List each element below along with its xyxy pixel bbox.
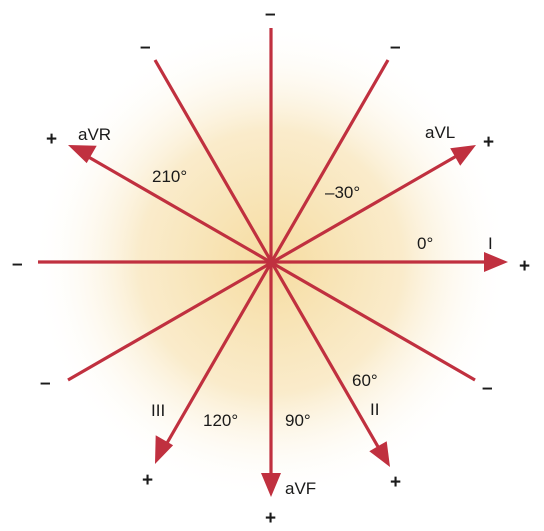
lead-III-arrowhead	[155, 435, 174, 464]
lead-I-label: I	[488, 234, 493, 253]
angle-minus30-label: –30°	[325, 183, 360, 202]
angle-120-label: 120°	[203, 411, 238, 430]
lead-aVF-positive-sign: +	[265, 508, 276, 529]
lead-III-negative-sign: –	[390, 37, 401, 58]
lead-II-axis	[153, 59, 383, 453]
lead-aVL-axis	[67, 152, 461, 382]
lead-aVF-negative-sign: –	[265, 4, 276, 25]
lead-aVR-label: aVR	[78, 125, 111, 144]
lead-aVL-negative-sign: –	[40, 373, 51, 394]
lead-aVR-axis	[84, 153, 476, 382]
lead-I-arrowhead	[484, 252, 508, 272]
lead-aVR-positive-sign: +	[46, 129, 57, 150]
lead-I-negative-sign: –	[12, 254, 23, 275]
lead-I-positive-sign: +	[519, 256, 530, 277]
angle-90-label: 90°	[285, 411, 311, 430]
lead-II-positive-sign: +	[390, 472, 401, 493]
lead-II-negative-sign: –	[140, 37, 151, 58]
lead-aVL-arrowhead	[450, 145, 476, 166]
center-point	[266, 257, 276, 267]
lead-aVL-positive-sign: +	[483, 132, 494, 153]
lead-aVF-label: aVF	[285, 479, 316, 498]
lead-aVR-negative-sign: –	[482, 378, 493, 399]
angle-60-label: 60°	[352, 371, 378, 390]
lead-II-label: II	[370, 400, 379, 419]
lead-aVL-label: aVL	[425, 123, 455, 142]
lead-II-arrowhead	[369, 441, 390, 467]
lead-III-positive-sign: +	[142, 470, 153, 491]
lead-aVF-arrowhead	[261, 473, 281, 497]
lead-III-label: III	[151, 401, 165, 420]
lead-aVR-arrowhead	[68, 145, 97, 164]
lead-III-axis	[161, 59, 390, 451]
angle-0-label: 0°	[417, 234, 433, 253]
angle-210-label: 210°	[152, 167, 187, 186]
